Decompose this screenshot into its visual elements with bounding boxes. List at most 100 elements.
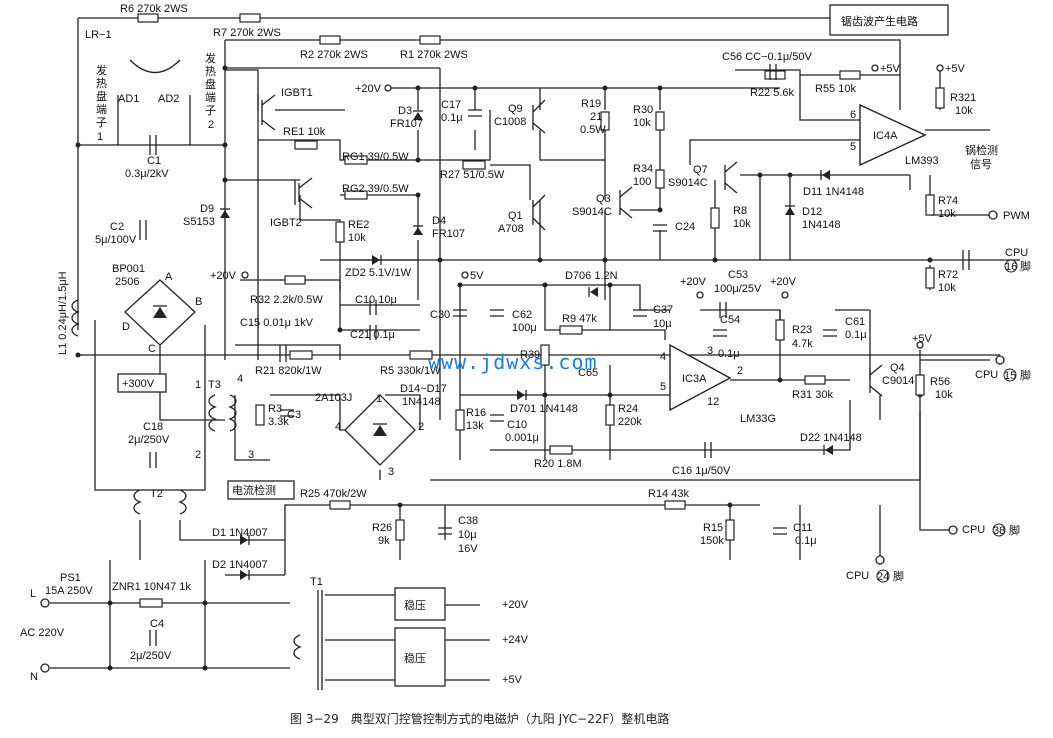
T2-label: T2 xyxy=(150,488,163,500)
D701-label: D701 1N4148 xyxy=(510,403,578,415)
coil-term1-label: 发热盘端子 xyxy=(96,63,107,129)
C15-label: C15 0.01μ 1kV xyxy=(240,317,314,329)
R23-value: 4.7k xyxy=(792,338,813,350)
component-labels: 锯齿波产生电路 稳压 稳压 +300V 电流检测 LR−1 发热盘端子 发热盘端… xyxy=(20,3,1031,686)
R22-label: R22 5.6k xyxy=(750,87,795,99)
R27-label: R27 51/0.5W xyxy=(440,169,505,181)
D2-label: D2 1N4007 xyxy=(212,559,268,571)
R20-label: R20 1.8M xyxy=(534,458,582,470)
LM393-label: LM393 xyxy=(905,155,939,167)
figure-caption: 图 3−29 典型双门控管控制方式的电磁炉（九阳 JYC−22F）整机电路 xyxy=(290,711,669,726)
regulator-label-2: 稳压 xyxy=(404,651,426,665)
IC3A-pin4: 4 xyxy=(660,351,666,363)
R9-label: R9 47k xyxy=(562,313,597,325)
R321-value: 10k xyxy=(955,105,973,117)
R8-value: 10k xyxy=(733,218,751,230)
T3-label: T3 xyxy=(208,379,221,391)
C21-label: C21 0.1μ xyxy=(350,329,395,341)
R24-label: R24 xyxy=(618,403,638,415)
IC3A-pin5: 5 xyxy=(660,381,666,393)
C18-value: 2μ/250V xyxy=(128,434,170,446)
diodes xyxy=(220,110,833,580)
R24-value: 220k xyxy=(618,416,642,428)
D706-label: D706 1.2N xyxy=(565,270,618,282)
out5-label: +5V xyxy=(502,674,523,686)
C11-label: C11 xyxy=(793,522,812,534)
capacitors xyxy=(139,64,970,646)
T3-pin1: 1 xyxy=(195,379,201,391)
D4-value: FR107 xyxy=(432,228,465,240)
CPU16-pin: 16 xyxy=(1005,261,1017,273)
R30-label: R30 xyxy=(633,104,653,116)
R25-label: R25 470k/2W xyxy=(300,488,367,500)
N-terminal: N xyxy=(30,671,38,683)
CPU15-label: CPU xyxy=(975,369,998,381)
R14-label: R14 43k xyxy=(648,488,689,500)
R72-label: R72 xyxy=(938,269,958,281)
R31-label: R31 30k xyxy=(792,389,833,401)
RE2-label: RE2 xyxy=(348,219,369,231)
T3-pin3: 3 xyxy=(248,449,254,461)
C4-label: C4 xyxy=(150,618,164,630)
RG1-label: RG1 39/0.5W xyxy=(342,151,409,163)
C3-label: C3 xyxy=(287,409,301,421)
C56-label: C56 CC−0.1μ/50V xyxy=(722,51,812,63)
IC3A-pin3: 3 xyxy=(707,345,713,357)
Q3-label: Q3 xyxy=(596,193,611,205)
D1-label: D1 1N4007 xyxy=(212,527,268,539)
v300-box xyxy=(117,373,167,393)
regulator-block-1 xyxy=(394,587,446,621)
sawtooth-block xyxy=(829,4,949,36)
v5-b: +5V xyxy=(945,63,966,75)
C54-value: 0.1μ xyxy=(718,348,740,360)
IGBT2-label: IGBT2 xyxy=(270,217,302,229)
C16-label: C16 1μ/50V xyxy=(672,465,731,477)
cpu38-pin-circle xyxy=(992,523,1006,537)
opamps xyxy=(669,103,927,412)
C18-label: C18 xyxy=(143,421,163,433)
R34-label: R34 xyxy=(633,163,653,175)
br2-pin4: 4 xyxy=(335,421,341,433)
bridges xyxy=(124,279,416,466)
v20-a: +20V xyxy=(355,83,382,95)
watermark: www.jdwxs.com xyxy=(428,350,598,374)
C53-label: C53 xyxy=(728,269,748,281)
CPU38-suffix: 脚 xyxy=(1009,523,1020,537)
C62-label: C62 xyxy=(512,309,532,321)
LM33G-label: LM33G xyxy=(740,413,776,425)
Q4-label: Q4 xyxy=(890,362,905,374)
current-detect-label: 电流检测 xyxy=(232,483,276,497)
R72-value: 10k xyxy=(938,282,956,294)
T1-label: T1 xyxy=(310,576,323,588)
IC3A-label: IC3A xyxy=(682,373,707,385)
C10-label: C10 xyxy=(507,419,527,431)
PWM-label: PWM xyxy=(1003,210,1030,222)
CPU15-suffix: 脚 xyxy=(1020,368,1031,382)
v5-c: 5V xyxy=(470,270,484,282)
C38-label: C38 xyxy=(458,515,478,527)
C54-label: C54 xyxy=(720,314,740,326)
R32-label: R32 2.2k/0.5W xyxy=(250,294,323,306)
R21-label: R21 820k/1W xyxy=(255,365,322,377)
regulator-block-2 xyxy=(394,627,446,687)
br2-pin2: 2 xyxy=(418,421,424,433)
CPU24-label: CPU xyxy=(846,570,869,582)
R19-label: R19 xyxy=(581,98,601,110)
T3-pin2: 2 xyxy=(195,449,201,461)
CPU24-suffix: 脚 xyxy=(893,569,904,583)
R19-value: 21 xyxy=(590,111,602,123)
Q9-label: Q9 xyxy=(508,103,523,115)
CPU38-pin: 38 xyxy=(993,525,1005,537)
R1-label: R1 270k 2WS xyxy=(400,49,468,61)
terminals xyxy=(40,64,1005,673)
C24-label: C24 xyxy=(675,221,695,233)
CPU38-label: CPU xyxy=(962,524,985,536)
C17-value: 0.1μ xyxy=(441,112,463,124)
R7-label: R7 270k 2WS xyxy=(213,27,281,39)
R3-label: R3 xyxy=(268,403,282,415)
br2-pin3: 3 xyxy=(388,466,394,478)
C2-label: C2 xyxy=(110,221,124,233)
IC4A-label: IC4A xyxy=(873,130,898,142)
CPU16-label: CPU xyxy=(1005,247,1028,259)
RE2-value: 10k xyxy=(348,232,366,244)
